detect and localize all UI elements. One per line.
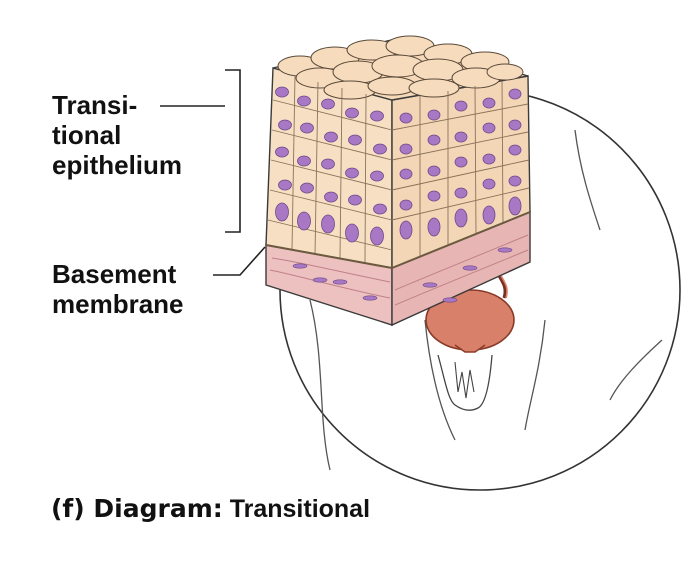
nucleus [348, 194, 362, 206]
nucleus [348, 134, 362, 146]
basement-membrane-line [265, 211, 531, 270]
basement-leader [213, 246, 266, 276]
nucleus [427, 134, 441, 146]
fiber-nucleus [292, 263, 308, 269]
nucleus [454, 187, 468, 199]
nucleus [454, 100, 468, 112]
nucleus [373, 203, 387, 215]
nucleus [399, 199, 413, 211]
fiber-nucleus [462, 265, 478, 271]
nucleus [324, 131, 338, 143]
connective-nuclei [292, 247, 513, 303]
nucleus [278, 119, 292, 131]
nucleus [482, 122, 496, 134]
urinary-bladder [425, 267, 515, 353]
nucleus [324, 191, 338, 203]
nucleus [427, 217, 441, 237]
label-line: tional [52, 120, 122, 150]
transitional-epithelium-label: Transi- tional epithelium [52, 90, 182, 180]
nucleus [399, 112, 413, 124]
label-line: membrane [52, 289, 184, 319]
fiber-nucleus [497, 247, 513, 253]
nucleus [508, 119, 522, 131]
nucleus [454, 156, 468, 168]
nucleus [275, 146, 289, 158]
nucleus [297, 211, 311, 231]
fiber-nucleus [332, 279, 348, 285]
fiber-nucleus [442, 297, 458, 303]
nucleus [370, 170, 384, 182]
connective-fibers [269, 234, 529, 306]
nucleus [508, 144, 522, 156]
tissue-block [265, 35, 531, 327]
caption-text: Transitional [229, 495, 371, 523]
nucleus [454, 208, 468, 228]
nucleus [370, 226, 384, 246]
nucleus [508, 88, 522, 100]
nucleus [321, 98, 335, 110]
surface-dome-cells [277, 35, 524, 100]
nucleus [278, 179, 292, 191]
nucleus [300, 122, 314, 134]
nucleus [399, 220, 413, 240]
figure-caption: (f) Diagram: Transitional [51, 494, 370, 524]
label-line: epithelium [52, 150, 183, 180]
nucleus [482, 153, 496, 165]
nucleus [508, 196, 522, 216]
nucleus [508, 175, 522, 187]
nucleus [427, 165, 441, 177]
nucleus [297, 95, 311, 107]
epithelium-bracket [225, 69, 241, 233]
cell-nuclei [275, 86, 522, 246]
nucleus [482, 178, 496, 190]
label-line: Transi- [52, 90, 138, 120]
nucleus [373, 143, 387, 155]
nucleus [345, 107, 359, 119]
nucleus [399, 168, 413, 180]
nucleus [345, 167, 359, 179]
label-line: Basement [52, 259, 177, 289]
nucleus [321, 158, 335, 170]
caption-prefix: (f) Diagram: [51, 494, 223, 523]
fiber-nucleus [422, 282, 438, 288]
side-cell-outlines [391, 80, 530, 256]
nucleus [275, 86, 289, 98]
nucleus [370, 110, 384, 122]
nucleus [321, 214, 335, 234]
front-cell-outlines [267, 74, 393, 263]
basement-membrane-label: Basement membrane [52, 259, 184, 319]
nucleus [300, 182, 314, 194]
nucleus [297, 155, 311, 167]
nucleus [345, 223, 359, 243]
label-leader-lines [160, 69, 266, 276]
nucleus [427, 109, 441, 121]
nucleus [482, 97, 496, 109]
nucleus [399, 143, 413, 155]
nucleus [275, 202, 289, 222]
fiber-nucleus [362, 295, 378, 301]
nucleus [482, 205, 496, 225]
fiber-nucleus [312, 277, 328, 283]
nucleus [454, 131, 468, 143]
nucleus [427, 190, 441, 202]
